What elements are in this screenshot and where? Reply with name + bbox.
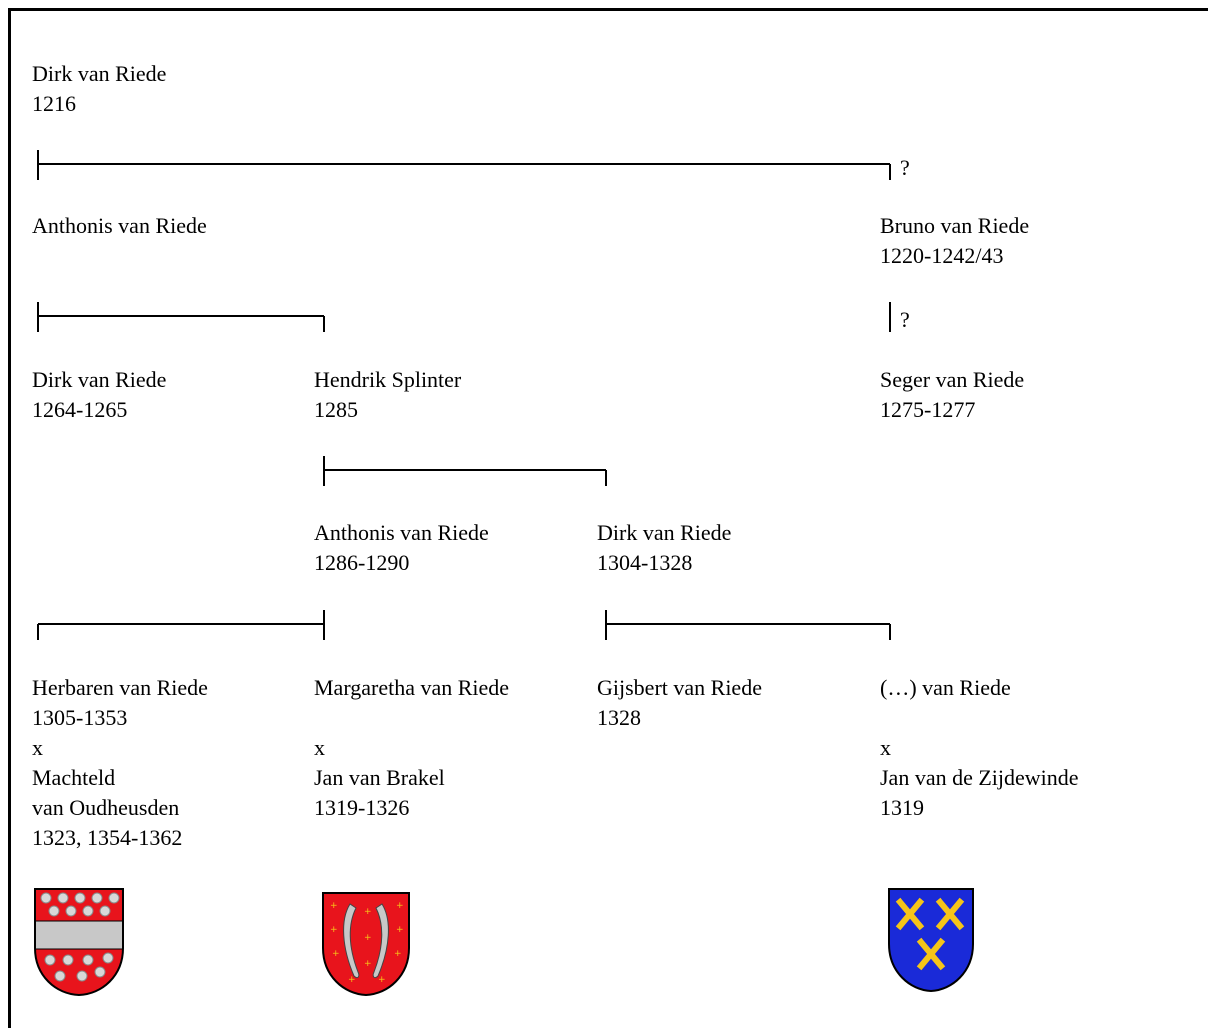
person-name: Seger van Riede [880, 367, 1025, 392]
spouse-name-line2: van Oudheusden [32, 795, 180, 820]
marriage-mark: x [314, 735, 325, 760]
spouse-years: 1319-1326 [314, 795, 410, 820]
person-anthonis-1: Anthonis van Riede [32, 211, 207, 241]
diagram-frame [8, 8, 1208, 1028]
svg-text:+: + [364, 933, 372, 943]
person-years: 1220-1242/43 [880, 243, 1004, 268]
person-dirk-1264: Dirk van Riede 1264-1265 [32, 365, 166, 425]
unknown-van-riede-coat-of-arms-icon [888, 888, 974, 993]
uncertain-mark-seger: ? [900, 307, 910, 332]
herbaren-coat-of-arms-icon [34, 888, 124, 997]
person-gijsbert: Gijsbert van Riede 1328 [597, 673, 762, 733]
person-name: Dirk van Riede [597, 520, 732, 545]
person-years: 1286-1290 [314, 550, 410, 575]
person-name: Margaretha van Riede [314, 675, 510, 700]
person-anthonis-2: Anthonis van Riede 1286-1290 [314, 518, 489, 578]
svg-text:+: + [364, 959, 372, 969]
person-name: Gijsbert van Riede [597, 675, 762, 700]
person-name: Herbaren van Riede [32, 675, 208, 700]
svg-text:+: + [396, 901, 404, 911]
person-seger: Seger van Riede 1275-1277 [880, 365, 1024, 425]
uncertain-mark-bruno: ? [900, 155, 910, 180]
person-years: 1275-1277 [880, 397, 976, 422]
person-hendrik: Hendrik Splinter 1285 [314, 365, 461, 425]
spouse-name-line1: Machteld [32, 765, 116, 790]
person-bruno: Bruno van Riede 1220-1242/43 [880, 211, 1029, 271]
spouse-years: 1319 [880, 795, 924, 820]
marriage-mark: x [32, 735, 43, 760]
person-name: Anthonis van Riede [314, 520, 489, 545]
person-name: Hendrik Splinter [314, 367, 462, 392]
person-years: 1305-1353 [32, 705, 128, 730]
person-name: Dirk van Riede [32, 367, 167, 392]
marriage-mark: x [880, 735, 891, 760]
person-name: Bruno van Riede [880, 213, 1030, 238]
person-dirk-1216: Dirk van Riede 1216 [32, 59, 166, 119]
spouse-name: Jan van Brakel [314, 765, 445, 790]
svg-text:+: + [378, 975, 386, 985]
person-margaretha: Margaretha van Riede x Jan van Brakel 13… [314, 673, 509, 823]
svg-text:+: + [332, 949, 340, 959]
person-name: Dirk van Riede [32, 61, 167, 86]
svg-text:+: + [394, 949, 402, 959]
svg-text:+: + [330, 925, 338, 935]
person-years: 1264-1265 [32, 397, 128, 422]
svg-text:+: + [396, 925, 404, 935]
svg-text:+: + [364, 907, 372, 917]
person-years: 1304-1328 [597, 550, 693, 575]
svg-text:+: + [348, 975, 356, 985]
person-unknown: (…) van Riede x Jan van de Zijdewinde 13… [880, 673, 1079, 823]
person-years: 1285 [314, 397, 358, 422]
margaretha-coat-of-arms-icon: + + + + + + + + + + + [322, 892, 410, 997]
person-name: Anthonis van Riede [32, 213, 207, 238]
person-years: 1216 [32, 91, 76, 116]
person-years: 1328 [597, 705, 641, 730]
spouse-years: 1323, 1354-1362 [32, 825, 183, 850]
person-herbaren: Herbaren van Riede 1305-1353 x Machteld … [32, 673, 208, 853]
spouse-name: Jan van de Zijdewinde [880, 765, 1079, 790]
svg-text:+: + [330, 901, 338, 911]
person-dirk-1304: Dirk van Riede 1304-1328 [597, 518, 731, 578]
person-name: (…) van Riede [880, 675, 1011, 700]
